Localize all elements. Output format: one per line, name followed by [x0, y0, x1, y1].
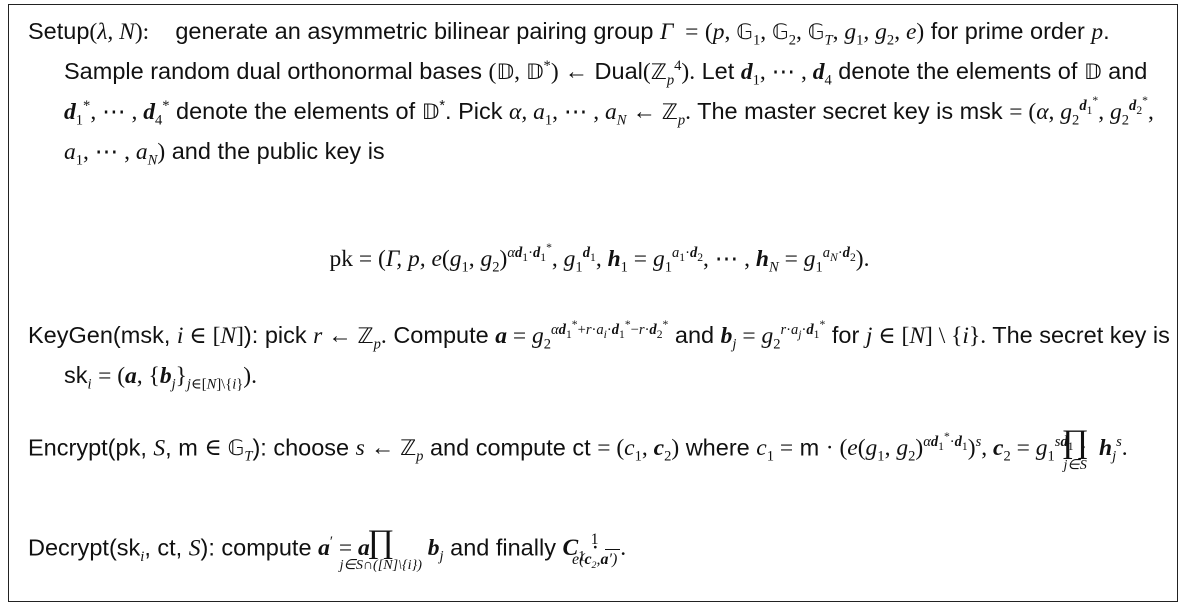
keygen-text-5: The secret key is sk: [64, 322, 1170, 388]
decrypt-name: Decrypt: [28, 534, 109, 561]
setup-text-9: The master secret key is msk: [697, 98, 1003, 124]
keygen-paragraph: KeyGen(msk, i ∈ [N]): pick r ← ℤp. Compu…: [28, 318, 1170, 393]
keygen-text-3: and: [674, 322, 715, 348]
setup-paragraph: Setup(λ, N): generate an asymmetric bili…: [28, 18, 1154, 169]
keygen-text-1: pick: [264, 322, 307, 348]
setup-text-6: and: [1108, 58, 1148, 84]
setup-text-7: denote the elements of: [176, 98, 416, 124]
decrypt-text-1: compute: [221, 534, 312, 561]
setup-text-5: denote the elements of: [838, 58, 1078, 84]
keygen-text-4: for: [831, 322, 860, 348]
encrypt-paragraph: Encrypt(pk, S, m ∈ 𝔾T): choose s ← ℤp an…: [28, 424, 1128, 473]
keygen-text-2: Compute: [393, 322, 489, 348]
algorithm-box: [8, 4, 1178, 602]
setup-text-2: for prime order: [930, 18, 1085, 44]
setup-text-3: Sample random dual orthonormal bases: [64, 58, 483, 84]
setup-name: Setup: [28, 18, 90, 44]
public-key-formula: pk = (Γ, p, e(g1, g2)αd1·d1*, g1d1, h1 =…: [329, 241, 870, 276]
encrypt-text-2: and compute ct: [429, 434, 591, 461]
setup-text-4: Let: [701, 58, 735, 84]
dual-label: Dual: [594, 58, 643, 84]
setup-text-1: generate an asymmetric bilinear pairing …: [175, 18, 654, 44]
setup-text-8: Pick: [458, 98, 503, 124]
encrypt-text-3: where: [685, 434, 750, 461]
setup-text-10: and the public key is: [171, 138, 385, 164]
keygen-name: KeyGen: [28, 322, 113, 348]
decrypt-paragraph: Decrypt(ski, ct, S): compute a′ = a ∏j∈S…: [28, 524, 627, 573]
decrypt-text-2: and finally: [450, 534, 556, 561]
encrypt-name: Encrypt: [28, 434, 108, 461]
encrypt-text-1: choose: [273, 434, 350, 461]
